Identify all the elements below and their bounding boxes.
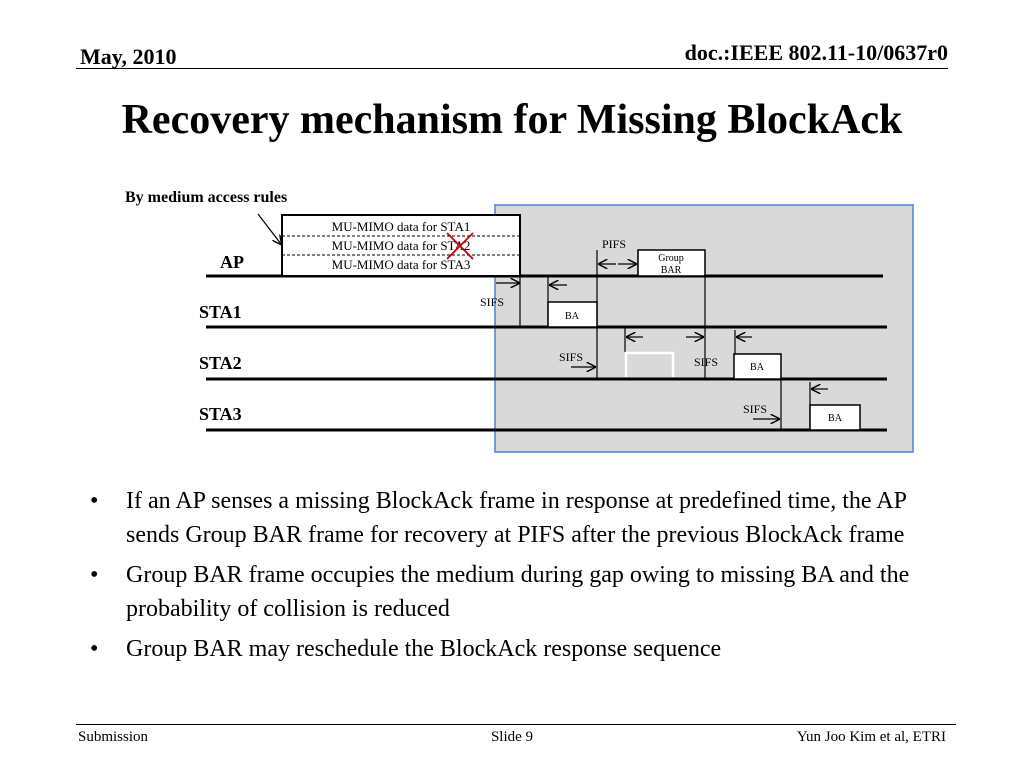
bullet-item: Group BAR frame occupies the medium duri…: [90, 558, 940, 626]
sifs-label-sta2: SIFS: [559, 350, 583, 364]
sifs-label-sta3: SIFS: [743, 402, 767, 416]
ba-label-sta3: BA: [828, 413, 843, 424]
station-label-ap: AP: [220, 252, 244, 272]
ba-label-sta1: BA: [565, 311, 580, 322]
footer-slide-number: Slide 9: [490, 729, 534, 745]
bullet-item: If an AP senses a missing BlockAck frame…: [90, 484, 940, 552]
bullet-item: Group BAR may reschedule the BlockAck re…: [90, 632, 940, 666]
mu-frame-sta2: MU-MIMO data for STA2: [332, 238, 471, 253]
missing-cross-b: [446, 232, 474, 260]
group-bar-label-line1: Group: [658, 253, 684, 264]
mu-frame-sta1: MU-MIMO data for STA1: [332, 219, 471, 234]
missing-ba-slot: [624, 351, 675, 377]
caption-pointer: [257, 213, 281, 244]
mu-frame-sta3: MU-MIMO data for STA3: [332, 257, 471, 272]
station-label-sta1: STA1: [199, 302, 242, 322]
station-label-sta2: STA2: [199, 353, 242, 373]
footer-author: Yun Joo Kim et al, ETRI: [796, 729, 946, 745]
timing-diagram: By medium access rules AP STA1 STA2 STA3…: [125, 189, 914, 453]
ba-label-sta2: BA: [750, 362, 765, 373]
diagram-caption: By medium access rules: [125, 189, 287, 206]
header-rule: [76, 68, 948, 69]
mu-mimo-data-block: [281, 214, 521, 277]
header-date: May, 2010: [80, 44, 177, 69]
station-label-sta3: STA3: [199, 404, 242, 424]
slide-title: Recovery mechanism for Missing BlockAck: [121, 97, 903, 143]
sifs-label-sta1: SIFS: [480, 295, 504, 309]
bullet-list: If an AP senses a missing BlockAck frame…: [90, 484, 940, 672]
footer-rule: [76, 724, 956, 725]
ba-frame-sta2: [733, 353, 782, 380]
sifs-label-ba2: SIFS: [694, 355, 718, 369]
ba-frame-sta1: [547, 301, 598, 328]
ba-frame-sta3: [809, 404, 861, 431]
group-bar-label-line2: BAR: [661, 265, 682, 276]
footer-submission: Submission: [78, 729, 149, 745]
pifs-label: PIFS: [602, 237, 626, 251]
header-doc-id: doc.:IEEE 802.11-10/0637r0: [684, 40, 948, 65]
group-bar-frame: [637, 249, 706, 277]
